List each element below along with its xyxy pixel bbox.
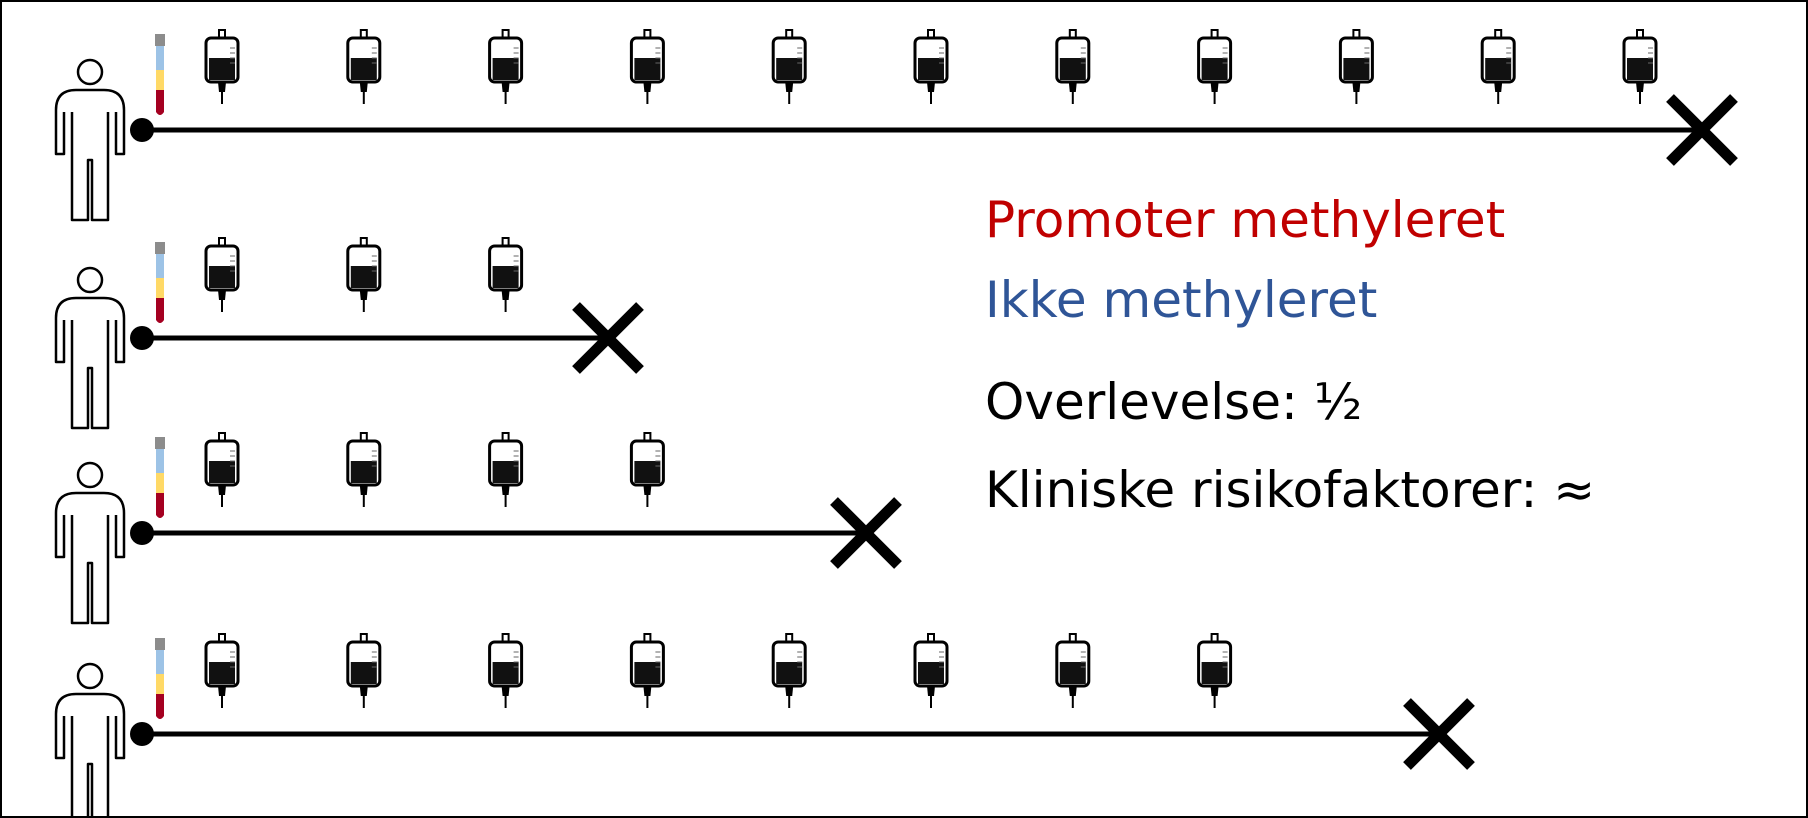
timeline-start-dot xyxy=(130,722,154,746)
iv-bag-icon xyxy=(488,29,524,104)
iv-bag-icon xyxy=(346,29,382,104)
iv-bag-icon xyxy=(771,29,807,104)
iv-bag-icon xyxy=(1055,633,1091,708)
iv-bag-icon xyxy=(204,633,240,708)
patient-row xyxy=(54,432,902,625)
patient-row xyxy=(54,237,644,430)
iv-bag-icon xyxy=(488,432,524,507)
legend-methylated-label: Promoter methyleret xyxy=(985,191,1506,249)
iv-bag-icon xyxy=(1197,633,1233,708)
cross-x-icon xyxy=(830,497,902,569)
timeline-start-dot xyxy=(130,326,154,350)
cross-x-icon xyxy=(1666,94,1738,166)
iv-bag-icon xyxy=(204,237,240,312)
iv-bag-icon xyxy=(629,633,665,708)
person-outline-icon xyxy=(54,266,126,430)
iv-bag-icon xyxy=(1622,29,1658,104)
iv-bag-icon xyxy=(1480,29,1516,104)
person-outline-icon xyxy=(54,662,126,816)
cross-x-icon xyxy=(572,302,644,374)
iv-bag-icon xyxy=(913,29,949,104)
iv-bag-icon xyxy=(346,633,382,708)
iv-bag-icon xyxy=(629,432,665,507)
person-outline-icon xyxy=(54,461,126,625)
iv-bag-icon xyxy=(488,633,524,708)
iv-bag-icon xyxy=(488,237,524,312)
iv-bag-icon xyxy=(204,432,240,507)
iv-bag-icon xyxy=(1197,29,1233,104)
iv-bag-icon xyxy=(629,29,665,104)
iv-bag-icon xyxy=(346,432,382,507)
patient-row xyxy=(54,29,1738,222)
iv-bag-icon xyxy=(913,633,949,708)
blood-tube-icon xyxy=(155,34,165,115)
iv-bag-icon xyxy=(1055,29,1091,104)
blood-tube-icon xyxy=(155,638,165,719)
legend-unmethylated-label: Ikke methyleret xyxy=(985,271,1378,329)
patient-row xyxy=(54,633,1475,816)
blood-tube-icon xyxy=(155,437,165,518)
iv-bag-icon xyxy=(346,237,382,312)
iv-bag-icon xyxy=(771,633,807,708)
timeline-start-dot xyxy=(130,521,154,545)
clinical-risk-text: Kliniske risikofaktorer: ≈ xyxy=(985,461,1596,519)
cross-x-icon xyxy=(1403,698,1475,770)
survival-ratio-text: Overlevelse: ½ xyxy=(985,373,1363,431)
person-outline-icon xyxy=(54,58,126,222)
blood-tube-icon xyxy=(155,242,165,323)
iv-bag-icon xyxy=(204,29,240,104)
iv-bag-icon xyxy=(1338,29,1374,104)
timeline-start-dot xyxy=(130,118,154,142)
